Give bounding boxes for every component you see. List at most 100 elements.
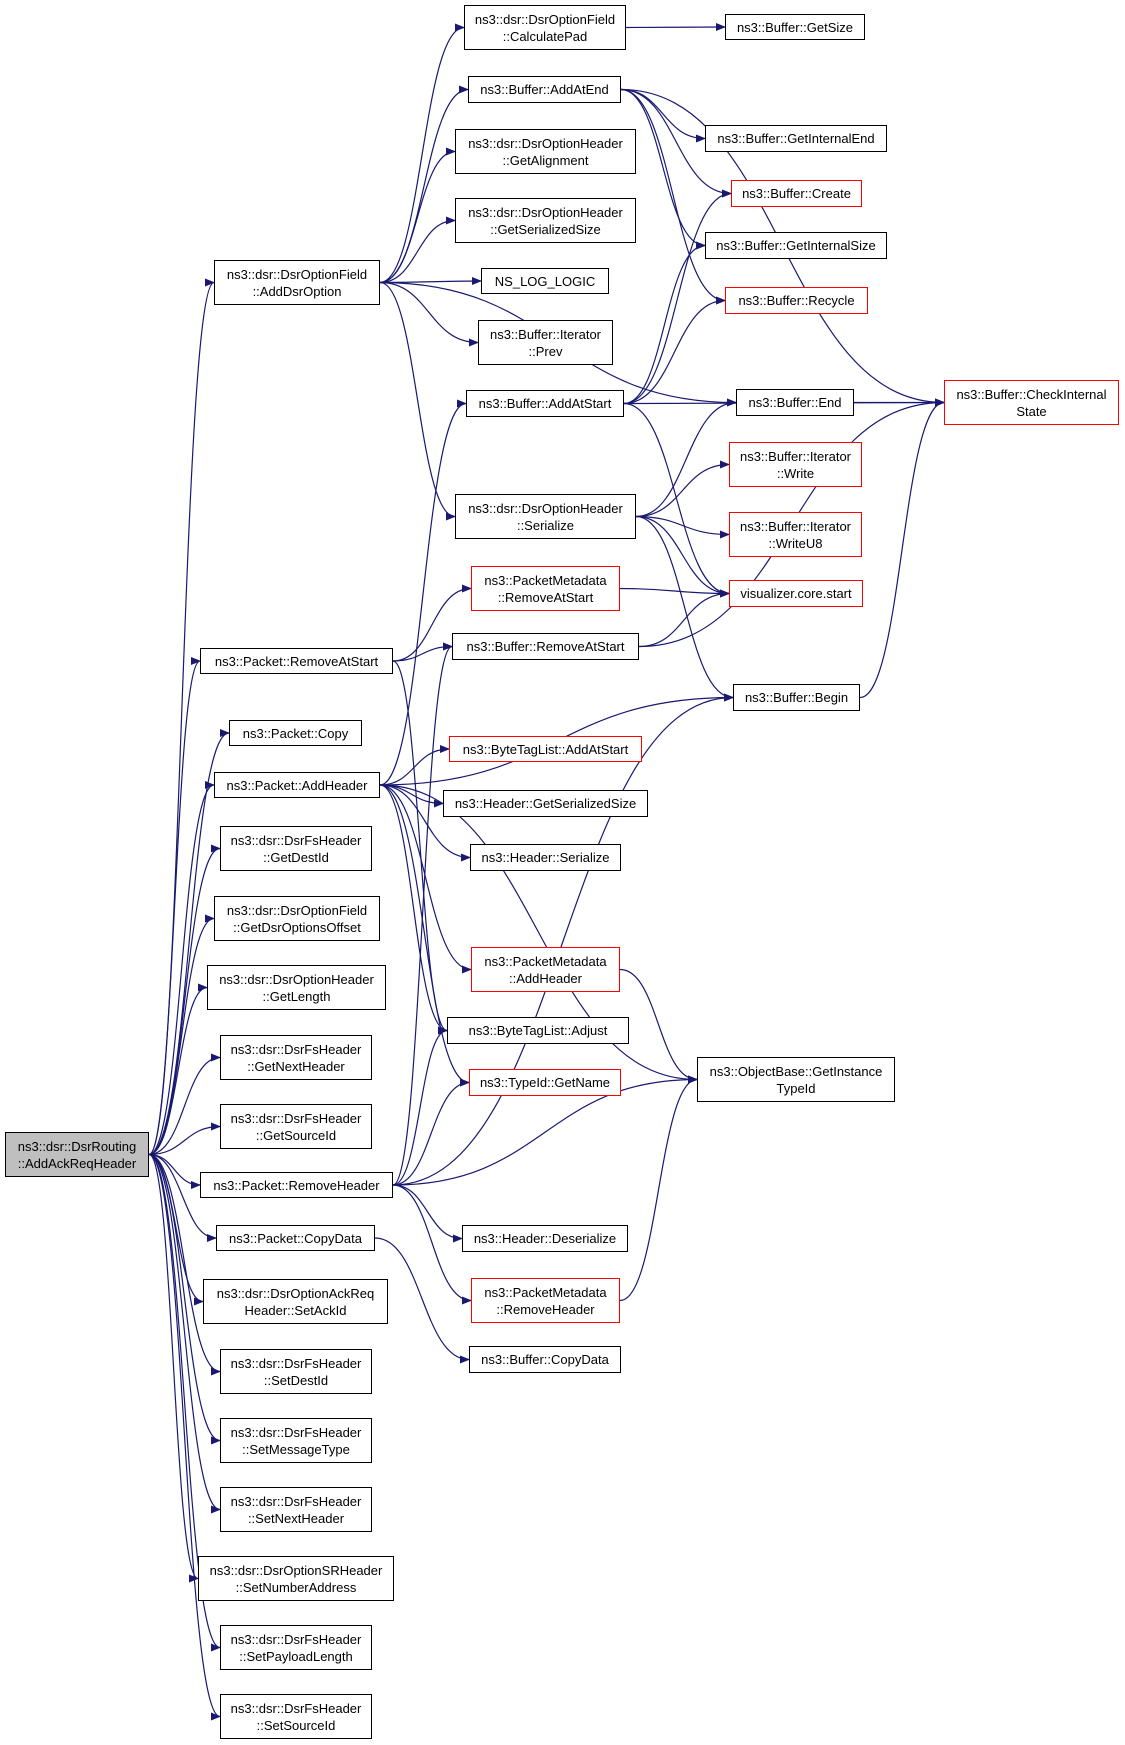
- node-buffer-removeatstart[interactable]: ns3::Buffer::RemoveAtStart: [452, 633, 639, 660]
- node-label-line: ns3::Buffer::End: [748, 395, 842, 410]
- node-label-line: ::SetPayloadLength: [239, 1648, 353, 1664]
- node-packet-removeatstart[interactable]: ns3::Packet::RemoveAtStart: [200, 648, 393, 674]
- node-ns-log-logic[interactable]: NS_LOG_LOGIC: [481, 268, 609, 294]
- call-edge: [623, 296, 726, 405]
- node-label-line: NS_LOG_LOGIC: [494, 273, 596, 289]
- node-dsrfsheader-setmessagetype[interactable]: ns3::dsr::DsrFsHeader::SetMessageType: [220, 1418, 372, 1463]
- node-label-line: ns3::Packet::CopyData: [229, 1230, 362, 1246]
- node-dsroptionfield-calculatepad[interactable]: ns3::dsr::DsrOptionField::CalculatePad: [464, 5, 626, 50]
- node-buffer-recycle[interactable]: ns3::Buffer::Recycle: [725, 287, 868, 314]
- call-edge: [148, 983, 208, 1156]
- node-label-line: ns3::Packet::AddHeader: [226, 777, 368, 793]
- node-dsroptionfield-adddsroption[interactable]: ns3::dsr::DsrOptionField::AddDsrOption: [214, 260, 380, 305]
- node-header-getserializedsize[interactable]: ns3::Header::GetSerializedSize: [443, 790, 648, 817]
- call-edge: [379, 784, 698, 1084]
- node-buffer-addatstart[interactable]: ns3::Buffer::AddAtStart: [466, 390, 624, 417]
- node-label-line: ::SetNextHeader: [247, 1510, 345, 1526]
- node-label-line: ::Serialize: [516, 517, 575, 533]
- call-edge: [379, 147, 456, 284]
- node-dsrfsheader-setpayloadlength[interactable]: ns3::dsr::DsrFsHeader::SetPayloadLength: [220, 1625, 372, 1670]
- node-buffer-getinternalend[interactable]: ns3::Buffer::GetInternalEnd: [705, 125, 887, 152]
- node-header-serialize[interactable]: ns3::Header::Serialize: [470, 844, 621, 871]
- node-buffer-iterator-prev[interactable]: ns3::Buffer::Iterator::Prev: [478, 320, 613, 365]
- node-dsrfsheader-setnextheader[interactable]: ns3::dsr::DsrFsHeader::SetNextHeader: [220, 1487, 372, 1532]
- call-edge: [619, 587, 730, 598]
- node-label-line: ns3::Buffer::Iterator: [739, 448, 852, 464]
- node-label-line: ns3::Packet::Copy: [242, 725, 349, 741]
- call-edge: [379, 784, 472, 974]
- node-buffer-getinternalsize[interactable]: ns3::Buffer::GetInternalSize: [705, 232, 887, 259]
- node-packet-addheader[interactable]: ns3::Packet::AddHeader: [214, 772, 380, 798]
- node-bytetaglist-adjust[interactable]: ns3::ByteTagList::Adjust: [447, 1017, 629, 1044]
- node-bytetaglist-addatstart[interactable]: ns3::ByteTagList::AddAtStart: [449, 736, 642, 762]
- node-buffer-addatend[interactable]: ns3::Buffer::AddAtEnd: [468, 76, 621, 103]
- node-packet-removeheader[interactable]: ns3::Packet::RemoveHeader: [200, 1172, 393, 1198]
- node-packet-copydata[interactable]: ns3::Packet::CopyData: [216, 1225, 375, 1251]
- node-packetmetadata-removeheader[interactable]: ns3::PacketMetadata::RemoveHeader: [471, 1278, 620, 1323]
- node-label-line: ns3::dsr::DsrFsHeader: [230, 1424, 362, 1440]
- node-dsroptionheader-getlength[interactable]: ns3::dsr::DsrOptionHeader::GetLength: [207, 965, 386, 1010]
- node-label-line: visualizer.core.start: [740, 586, 852, 601]
- node-buffer-copydata[interactable]: ns3::Buffer::CopyData: [469, 1346, 621, 1373]
- node-label-line: ns3::PacketMetadata: [484, 1284, 607, 1300]
- node-buffer-create[interactable]: ns3::Buffer::Create: [731, 180, 862, 207]
- node-buffer-iterator-write[interactable]: ns3::Buffer::Iterator::Write: [729, 442, 862, 487]
- node-label-line: ns3::Buffer::Begin: [744, 690, 849, 705]
- node-visualizer-core-start[interactable]: visualizer.core.start: [729, 580, 863, 607]
- node-dsrfsheader-setdestid[interactable]: ns3::dsr::DsrFsHeader::SetDestId: [220, 1349, 372, 1394]
- node-label-line: ::WriteU8: [768, 535, 823, 551]
- node-packetmetadata-removeatstart[interactable]: ns3::PacketMetadata::RemoveAtStart: [471, 566, 620, 611]
- node-dsrfsheader-getsourceid[interactable]: ns3::dsr::DsrFsHeader::GetSourceId: [220, 1104, 372, 1149]
- node-label-line: ns3::ObjectBase::GetInstance: [709, 1063, 883, 1079]
- node-label-line: ns3::dsr::DsrOptionHeader: [468, 500, 623, 516]
- node-label-line: ns3::dsr::DsrOptionField: [226, 902, 368, 918]
- node-label-line: ns3::Buffer::AddAtEnd: [480, 82, 609, 97]
- node-label-line: ::SetNumberAddress: [235, 1579, 357, 1595]
- node-dsrfsheader-getnextheader[interactable]: ns3::dsr::DsrFsHeader::GetNextHeader: [220, 1035, 372, 1080]
- call-edge: [379, 216, 456, 284]
- node-typeid-getname[interactable]: ns3::TypeId::GetName: [469, 1069, 621, 1096]
- call-edge: [620, 88, 732, 198]
- node-label-line: ::RemoveHeader: [496, 1301, 595, 1317]
- node-label-line: ns3::Header::GetSerializedSize: [454, 796, 637, 811]
- node-packet-copy[interactable]: ns3::Packet::Copy: [229, 720, 362, 746]
- node-label-line: ::GetSerializedSize: [490, 221, 601, 237]
- call-edge: [374, 1237, 470, 1364]
- call-edge: [635, 515, 730, 598]
- node-label-line: ns3::dsr::DsrOptionHeader: [468, 204, 623, 220]
- call-edge: [379, 784, 471, 862]
- node-dsroptionfield-getdsroptionsoffset[interactable]: ns3::dsr::DsrOptionField::GetDsrOptionsO…: [214, 896, 380, 941]
- node-buffer-getsize[interactable]: ns3::Buffer::GetSize: [725, 14, 865, 40]
- call-edge: [148, 1122, 221, 1156]
- node-label-line: ns3::dsr::DsrFsHeader: [230, 832, 362, 848]
- node-buffer-end[interactable]: ns3::Buffer::End: [736, 389, 854, 416]
- node-dsrfsheader-getdestid[interactable]: ns3::dsr::DsrFsHeader::GetDestId: [220, 826, 372, 871]
- node-label-line: ns3::dsr::DsrOptionAckReq: [216, 1285, 375, 1301]
- node-dsroptionsrheader-setnumberaddress[interactable]: ns3::dsr::DsrOptionSRHeader::SetNumberAd…: [198, 1556, 394, 1601]
- node-buffer-iterator-writeu8[interactable]: ns3::Buffer::Iterator::WriteU8: [729, 512, 862, 557]
- call-edge: [379, 784, 470, 1087]
- call-edge: [379, 281, 479, 347]
- node-label-line: ::GetLength: [262, 988, 331, 1004]
- node-label-line: ns3::dsr::DsrOptionHeader: [219, 971, 374, 987]
- node-packetmetadata-addheader[interactable]: ns3::PacketMetadata::AddHeader: [471, 947, 620, 992]
- node-label-line: ns3::Header::Deserialize: [473, 1231, 617, 1246]
- node-dsroptionheader-getserializedsize[interactable]: ns3::dsr::DsrOptionHeader::GetSerialized…: [455, 198, 636, 243]
- call-edge: [148, 1153, 221, 1721]
- node-dsroptionheader-getalignment[interactable]: ns3::dsr::DsrOptionHeader::GetAlignment: [455, 129, 636, 174]
- node-label-line: ::Prev: [528, 343, 563, 359]
- node-dsrrouting-addackreqheader[interactable]: ns3::dsr::DsrRouting::AddAckReqHeader: [5, 1132, 149, 1177]
- node-label-line: ns3::PacketMetadata: [484, 953, 607, 969]
- call-edge: [148, 1153, 221, 1652]
- node-label-line: ::SetMessageType: [242, 1441, 350, 1457]
- call-edge: [635, 515, 730, 539]
- node-dsrfsheader-setsourceid[interactable]: ns3::dsr::DsrFsHeader::SetSourceId: [220, 1694, 372, 1739]
- node-label-line: ::GetDestId: [263, 849, 329, 865]
- node-dsroptionheader-serialize[interactable]: ns3::dsr::DsrOptionHeader::Serialize: [455, 494, 636, 539]
- node-label-line: ns3::Buffer::CheckInternal: [956, 386, 1107, 402]
- node-header-deserialize[interactable]: ns3::Header::Deserialize: [462, 1225, 628, 1252]
- node-buffer-begin[interactable]: ns3::Buffer::Begin: [733, 684, 860, 711]
